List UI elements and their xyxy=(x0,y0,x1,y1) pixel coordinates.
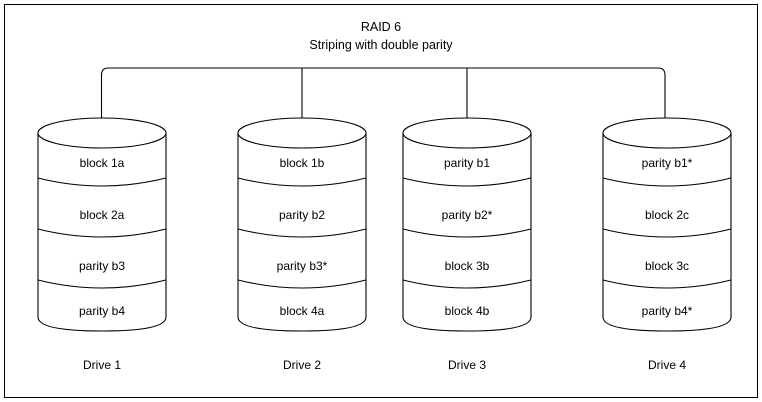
drive-1-block-4-label: parity b4 xyxy=(79,304,125,318)
drive-2-divider-1 xyxy=(237,177,367,187)
drive-3-divider-3 xyxy=(402,279,532,289)
drive-3-block-4-label: block 4b xyxy=(445,304,490,318)
drive-3-divider-2 xyxy=(402,228,532,238)
drive-4-cylinder-top xyxy=(602,117,732,149)
drive-1-block-2-label: block 2a xyxy=(80,208,125,222)
drive-2-cylinder-top xyxy=(237,117,367,149)
drive-4-divider-1 xyxy=(602,177,732,187)
drive-1-caption: Drive 1 xyxy=(83,358,121,372)
drive-1-divider-1 xyxy=(37,177,167,187)
drive-1-block-3-label: parity b3 xyxy=(79,259,125,273)
drive-2-divider-2 xyxy=(237,228,367,238)
drive-3-block-1-label: parity b1 xyxy=(444,156,490,170)
drive-1-group[interactable]: block 1a block 2a parity b3 parity b4 Dr… xyxy=(37,117,167,372)
drive-2-block-4-label: block 4a xyxy=(280,304,325,318)
drive-1-cylinder-body xyxy=(37,132,167,332)
drive-4-group[interactable]: parity b1* block 2c block 3c parity b4* … xyxy=(602,117,732,372)
drive-1-divider-3 xyxy=(37,279,167,289)
drive-4-block-3-label: block 3c xyxy=(645,259,689,273)
drive-1-divider-2 xyxy=(37,228,167,238)
diagram-title-line2: Striping with double parity xyxy=(309,38,453,52)
drive-4-divider-2 xyxy=(602,228,732,238)
drive-3-block-3-label: block 3b xyxy=(445,259,490,273)
drive-2-cylinder-body xyxy=(237,132,367,332)
drive-3-block-2-label: parity b2* xyxy=(442,208,493,222)
drive-4-cylinder-body xyxy=(602,132,732,332)
drive-4-block-1-label: parity b1* xyxy=(642,156,693,170)
bracket-bus xyxy=(100,67,666,133)
drive-1-cylinder-top xyxy=(37,117,167,149)
drive-3-cylinder-top xyxy=(402,117,532,149)
drive-3-cylinder-body xyxy=(402,132,532,332)
drive-3-divider-1 xyxy=(402,177,532,187)
drive-2-block-1-label: block 1b xyxy=(280,156,325,170)
drive-2-divider-3 xyxy=(237,279,367,289)
drive-3-group[interactable]: parity b1 parity b2* block 3b block 4b D… xyxy=(402,117,532,372)
drive-4-divider-3 xyxy=(602,279,732,289)
diagram-title-line1: RAID 6 xyxy=(361,20,401,34)
drive-2-block-3-label: parity b3* xyxy=(277,259,328,273)
drive-2-caption: Drive 2 xyxy=(283,358,321,372)
drive-4-caption: Drive 4 xyxy=(648,358,686,372)
drive-1-block-1-label: block 1a xyxy=(80,156,125,170)
drive-3-caption: Drive 3 xyxy=(448,358,486,372)
drive-4-block-2-label: block 2c xyxy=(645,208,689,222)
drive-4-block-4-label: parity b4* xyxy=(642,304,693,318)
drive-2-block-2-label: parity b2 xyxy=(279,208,325,222)
drive-2-group[interactable]: block 1b parity b2 parity b3* block 4a D… xyxy=(237,117,367,372)
